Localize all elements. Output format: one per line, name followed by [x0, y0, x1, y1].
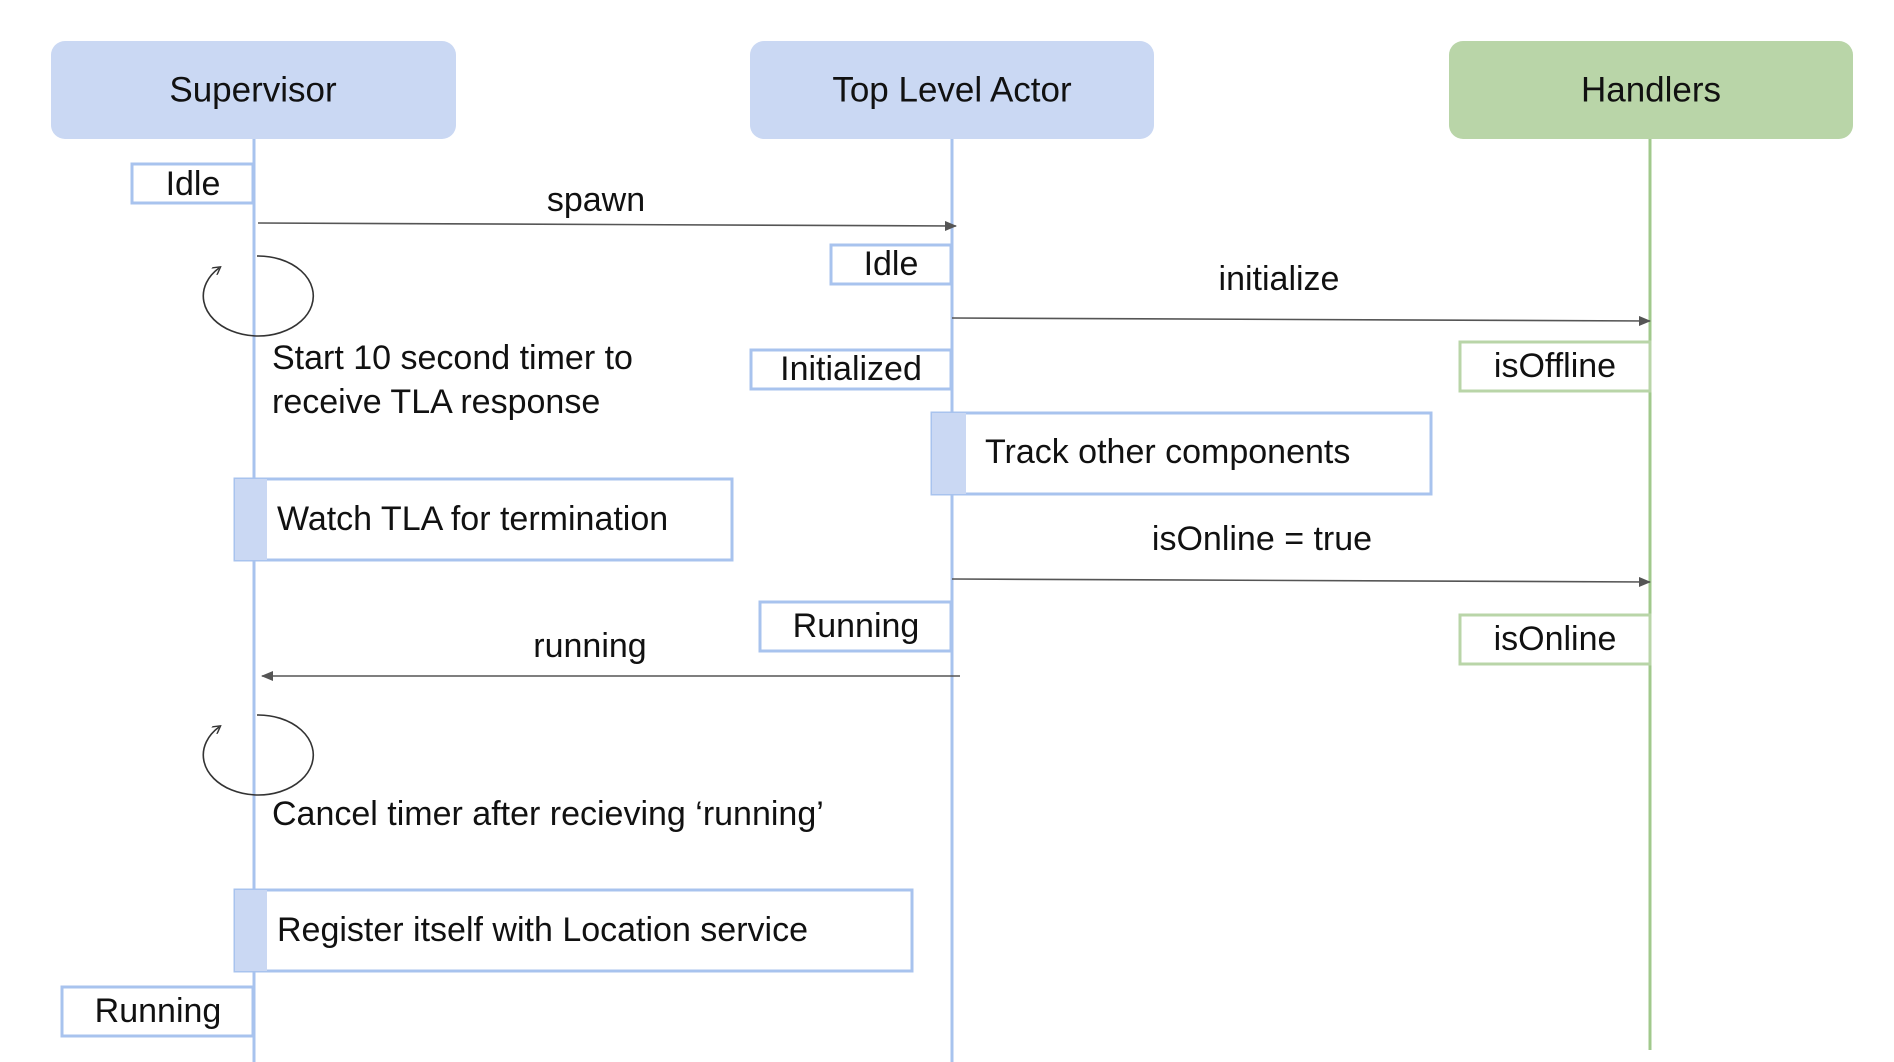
supervisor-label: Supervisor [169, 70, 337, 109]
supervisor-idle-state: Idle [130, 162, 255, 205]
register-location-activity: Register itself with Location service [233, 888, 914, 973]
handlers-actor: Handlers [1449, 41, 1853, 139]
timer-start-note-line1: Start 10 second timer to [272, 339, 633, 377]
cancel-timer-self-loop [202, 714, 315, 796]
cancel-timer-note: Cancel timer after recieving ‘running’ [272, 795, 824, 833]
supervisor-idle-label: Idle [166, 165, 221, 203]
track-components-label: Track other components [985, 433, 1350, 471]
handlers-is-online-state: isOnline [1458, 613, 1652, 666]
tla-idle-state: Idle [829, 243, 953, 286]
watch-tla-activity: Watch TLA for termination [233, 477, 734, 562]
tla-initialized-label: Initialized [780, 350, 922, 388]
initialize-arrow [951, 315, 1651, 326]
timer-start-self-loop [202, 255, 315, 337]
track-components-activity: Track other components [930, 411, 1433, 496]
supervisor-actor: Supervisor [51, 41, 456, 139]
handlers-is-offline-label: isOffline [1494, 347, 1616, 385]
watch-tla-label: Watch TLA for termination [277, 500, 668, 538]
tla-initialized-state: Initialized [749, 348, 953, 391]
is-online-true-label: isOnline = true [1152, 520, 1372, 558]
tla-running-label: Running [793, 607, 920, 645]
supervisor-running-state: Running [60, 985, 255, 1038]
handlers-is-online-label: isOnline [1494, 620, 1617, 658]
tla-running-state: Running [758, 600, 953, 653]
handlers-label: Handlers [1581, 70, 1721, 109]
supervisor-running-label: Running [95, 992, 222, 1030]
top-level-actor-label: Top Level Actor [832, 70, 1072, 109]
spawn-label: spawn [547, 181, 645, 219]
is-online-arrow [951, 576, 1651, 587]
spawn-arrow [257, 220, 957, 231]
running-message-label: running [533, 627, 646, 665]
register-location-label: Register itself with Location service [277, 911, 808, 949]
initialize-label: initialize [1219, 260, 1340, 298]
timer-start-note-line2: receive TLA response [272, 383, 600, 421]
handlers-is-offline-state: isOffline [1458, 340, 1652, 393]
tla-idle-label: Idle [864, 245, 919, 283]
top-level-actor: Top Level Actor [750, 41, 1154, 139]
